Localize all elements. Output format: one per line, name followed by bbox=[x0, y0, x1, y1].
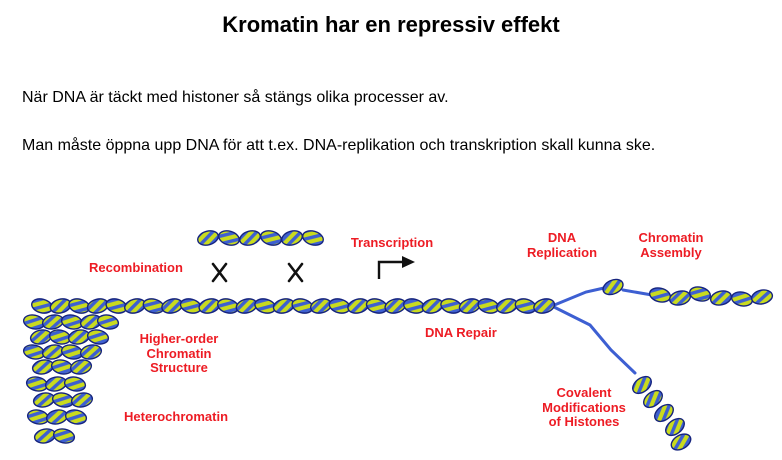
nucleosome bbox=[70, 392, 94, 408]
nucleosome bbox=[218, 230, 240, 246]
nucleosome bbox=[302, 230, 324, 246]
nucleosome bbox=[602, 278, 624, 296]
nucleosome bbox=[648, 287, 672, 303]
label-transcription: Transcription bbox=[350, 235, 434, 250]
label-recombination: Recombination bbox=[89, 260, 183, 275]
nucleosome bbox=[260, 230, 282, 246]
nucleosome bbox=[688, 286, 712, 302]
nucleosome bbox=[654, 403, 674, 423]
assembly-linker-strand bbox=[621, 288, 654, 297]
x-mark-icon bbox=[211, 262, 228, 283]
label-higher-order-structure: Higher-order Chromatin Structure bbox=[139, 331, 219, 376]
transcription-arrow-icon bbox=[377, 256, 415, 279]
nucleosome bbox=[63, 376, 87, 392]
nucleosome bbox=[64, 409, 88, 425]
nucleosome bbox=[730, 291, 754, 307]
replication-fork-lower-strand bbox=[550, 304, 637, 375]
nucleosome bbox=[281, 230, 303, 246]
modified-histones-branch bbox=[632, 375, 692, 451]
body-paragraph-2: Man måste öppna upp DNA för att t.ex. DN… bbox=[22, 137, 656, 154]
main-chromatin-chain bbox=[31, 298, 556, 314]
chromatin-assembly-branch bbox=[602, 278, 774, 307]
nucleosome bbox=[670, 433, 692, 451]
nucleosome bbox=[709, 290, 733, 306]
nucleosome bbox=[643, 389, 663, 409]
nucleosome bbox=[239, 230, 261, 246]
body-paragraph-1: När DNA är täckt med histoner så stängs … bbox=[22, 89, 449, 106]
recombination-fragment bbox=[197, 230, 324, 246]
nucleosome bbox=[69, 359, 93, 375]
label-covalent-modifications: Covalent Modifications of Histones bbox=[542, 385, 626, 430]
heterochromatin-cluster bbox=[22, 314, 120, 444]
label-dna-repair: DNA Repair bbox=[425, 325, 497, 340]
label-chromatin-assembly: Chromatin Assembly bbox=[638, 230, 704, 260]
x-mark-icon-2 bbox=[287, 262, 304, 283]
label-heterochromatin: Heterochromatin bbox=[124, 409, 229, 424]
slide-title: Kromatin har en repressiv effekt bbox=[222, 12, 560, 37]
replication-fork-upper-strand bbox=[550, 286, 606, 308]
nucleosome bbox=[79, 344, 103, 360]
nucleosome bbox=[632, 375, 652, 395]
nucleosome bbox=[750, 289, 774, 305]
nucleosome bbox=[197, 230, 219, 246]
nucleosome bbox=[52, 428, 76, 444]
label-dna-replication: DNA Replication bbox=[526, 230, 598, 260]
nucleosome bbox=[533, 298, 556, 314]
nucleosome bbox=[86, 329, 110, 345]
nucleosome bbox=[668, 290, 692, 306]
nucleosome bbox=[96, 314, 120, 330]
nucleosome bbox=[665, 417, 685, 437]
